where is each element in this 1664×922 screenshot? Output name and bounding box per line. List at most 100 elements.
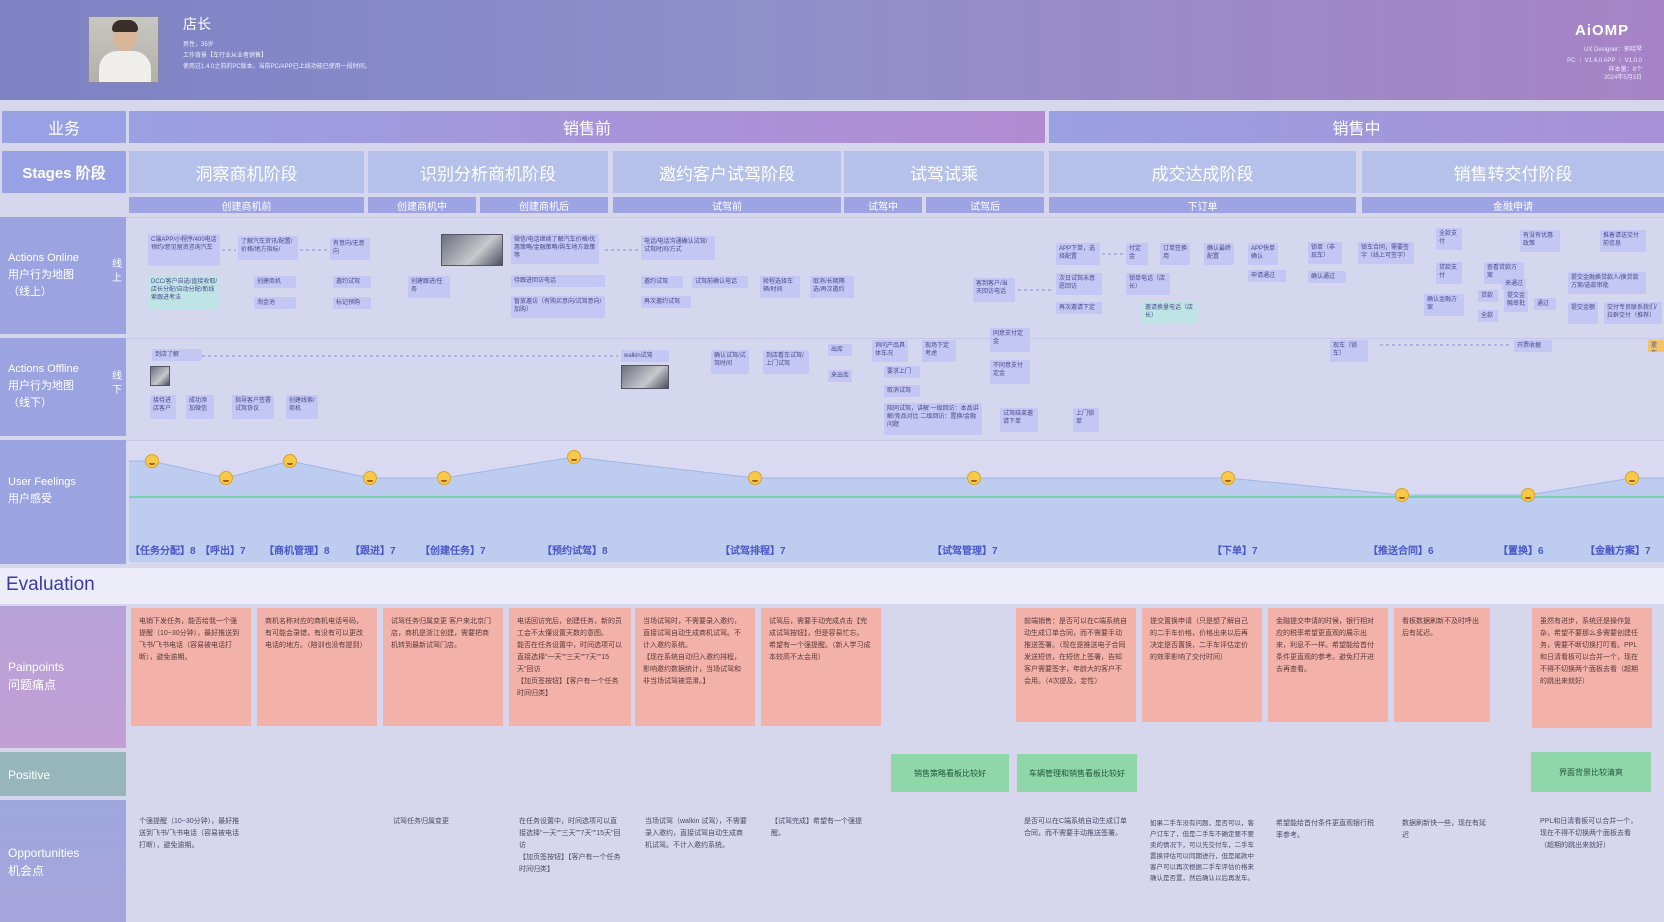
- online-sticker: 锁单电话（店长）: [1126, 273, 1170, 295]
- feeling-label: 【商机管理】8: [264, 546, 330, 557]
- feeling-emoji-icon: [437, 471, 451, 485]
- online-sticker: 试驾前确认电话: [692, 276, 748, 288]
- online-sticker: 订单签换用: [1160, 243, 1190, 265]
- online-sticker: 全款支付: [1436, 228, 1462, 250]
- offline-row-header-bg: [0, 338, 126, 436]
- offline-row-label: Actions Offline 用户行为地图 （线下）: [8, 363, 79, 409]
- online-sticker: 贷款支付: [1436, 262, 1462, 284]
- offline-sticker: 试驾结束邀请下单: [1000, 408, 1038, 432]
- evaluation-band: [0, 568, 1664, 604]
- offline-sticker: 提车: [1648, 340, 1664, 352]
- brand-version: PC ｜ V1.4.0 APP ｜ V1.0.0: [1567, 58, 1642, 64]
- feeling-label: 【呼出】7: [200, 546, 246, 557]
- online-sticker: 淘金池: [254, 297, 296, 309]
- offline-sticker: 出库: [828, 344, 852, 356]
- online-sticker: 提交金融审批: [1504, 290, 1528, 312]
- positive-card: 销售策略看板比较好: [891, 754, 1009, 792]
- substage-3: 创建商机后: [480, 197, 608, 213]
- persona-line-3: 使用过1.4.0之前的PC版本，当前PC/APP已上线功能已使用一段时间。: [183, 64, 371, 70]
- online-sticker: 提交金额: [1568, 302, 1598, 324]
- substage-7: 下订单: [1049, 197, 1356, 213]
- offline-channel-label: 线下: [112, 371, 122, 396]
- feeling-emoji-icon: [1221, 471, 1235, 485]
- online-sticker: 再次邀约试驾: [641, 296, 691, 308]
- feeling-emoji-icon: [1625, 471, 1639, 485]
- stage-5: 成交达成阶段: [1049, 151, 1356, 193]
- substage-6: 试驾后: [926, 197, 1044, 213]
- painpoint-card: 当场试驾时，不需要录入邀约，直接试驾自动生成商机试驾。不计入邀约系统。 【现在系…: [635, 608, 755, 726]
- opportunity-text: 个强提醒（10~30分钟），最好推送到飞书/飞书电话（容易被电话打断），避免逾期…: [139, 818, 240, 849]
- online-photo: [441, 234, 503, 266]
- feeling-emoji-icon: [1395, 488, 1409, 502]
- painpoint-card: 前端销售：是否可以在C端系统自动生成订单合同，而不需要手动推送签署。（现在是推送…: [1016, 608, 1136, 722]
- feeling-label: 【试驾管理】7: [932, 546, 998, 557]
- feeling-emoji-icon: [145, 454, 159, 468]
- feeling-emoji-icon: [219, 471, 233, 485]
- opportunity-text: 是否可以在C端系统自动生成订单合同，而不需要手动推送签署。: [1024, 818, 1128, 837]
- painpoint-card: 虽然有进步，系统还是操作复杂，希望不要那么多需要创建任务，需要不断切换打叮看。P…: [1532, 608, 1652, 728]
- opportunity-text: 试驾任务归属变更: [393, 818, 449, 825]
- online-sticker: 交付专员联系我们/拉群交付（推荐）: [1604, 302, 1662, 324]
- offline-sticker: 来出库: [828, 370, 852, 382]
- offline-sticker: 创建线索/商机: [286, 395, 318, 419]
- opportunity-text: 当场试驾（walkin 试驾），不需要录入邀约，直接试驾自动生成商机试驾。不计入…: [645, 818, 747, 849]
- online-sticker: 创建商机: [254, 276, 296, 288]
- feelings-row-label: User Feelings 用户感受: [8, 476, 76, 505]
- brand-designer: UX Designer：郭晓琴: [1583, 47, 1642, 53]
- offline-sticker: 要求上门: [884, 366, 920, 378]
- opportunities-row-label: Opportunities 机会点: [8, 846, 80, 878]
- online-sticker: 微信/电话继续了解汽车价格/优惠策略/金融策略/购车地方政策等: [511, 234, 599, 264]
- online-sticker: C端APP/小程序/400电话预约/意见留资咨询汽车: [148, 234, 220, 266]
- stage-4: 试驾试乘: [844, 151, 1044, 193]
- online-sticker: 了解汽车资讯/配置/价格/地方指标/: [238, 236, 298, 260]
- offline-sticker: 确认试驾/试驾时间: [711, 350, 749, 374]
- feeling-emoji-icon: [283, 454, 297, 468]
- online-sticker: 邀约试驾: [333, 276, 371, 288]
- brand-date: 2024年5月3日: [1603, 75, 1642, 81]
- positive-row-header-bg: [0, 752, 126, 796]
- online-sticker: 取消/长期隔选/再次邀约: [810, 276, 854, 298]
- online-sticker: 电话/电话沟通确认试驾/试驾时间/方式: [641, 236, 715, 260]
- evaluation-title: Evaluation: [6, 574, 95, 595]
- business-during: 销售中: [1049, 111, 1664, 143]
- online-sticker: 全款: [1478, 310, 1498, 322]
- stage-1: 洞察商机阶段: [129, 151, 364, 193]
- stages-label: Stages 阶段: [2, 151, 126, 193]
- feeling-label: 【下单】7: [1212, 546, 1258, 557]
- online-sticker: 确认金融方案: [1424, 294, 1464, 316]
- online-sticker: 有意向/无意向: [330, 238, 370, 260]
- opportunity-text: 希望能给首付条件更直观银行税率参考。: [1276, 820, 1374, 839]
- offline-sticker: 开票收据: [1514, 340, 1552, 352]
- positive-card: 车辆管理和销售看板比较好: [1017, 754, 1137, 792]
- online-sticker: 待跟进回访电话: [511, 275, 605, 287]
- online-sticker: 确认通过: [1308, 271, 1346, 283]
- online-sticker: 次日试驾未意愿回访: [1056, 273, 1102, 295]
- online-sticker: 确认最终配置: [1204, 243, 1234, 265]
- offline-sticker: 现车（锁车）: [1330, 340, 1368, 362]
- feeling-emoji-icon: [1521, 488, 1535, 502]
- feelings-row-header-bg: [0, 440, 126, 564]
- opportunity-text: 在任务设置中，时间选项可以直接选择"一天""三天""7天""15天"回访 【加页…: [519, 818, 621, 873]
- online-sticker: 客到客户/当天回访电话: [973, 278, 1015, 302]
- online-sticker: 轿程选择车辆/时间: [760, 276, 800, 298]
- persona-line-2: 工作背景【车行业从业者销售】: [183, 53, 268, 59]
- online-sticker: 邀请换量电话（店长）: [1142, 302, 1198, 324]
- feeling-emoji-icon: [748, 471, 762, 485]
- painpoints-row-label: Painpoints 问题痛点: [8, 660, 65, 692]
- feeling-emoji-icon: [967, 471, 981, 485]
- substage-8: 金融申请: [1362, 197, 1664, 213]
- online-channel-label: 线上: [112, 259, 122, 284]
- opportunity-text: 如果二手车没有问题，是否可以，客户订车了，但是二手车不确定要不要卖的情况下，可以…: [1150, 820, 1254, 882]
- online-sticker: 提交金融换贷款人/换贷款方案/选款审批: [1568, 272, 1646, 294]
- feeling-emoji-icon: [567, 450, 581, 464]
- business-before: 销售前: [129, 111, 1045, 143]
- online-row-header-bg: [0, 217, 126, 334]
- stage-3: 邀约客户试驾阶段: [613, 151, 841, 193]
- offline-sticker: 询问产品具体车况: [872, 340, 908, 362]
- feeling-label: 【跟进】7: [350, 546, 396, 557]
- persona-avatar: [88, 16, 159, 83]
- opportunities-row-header-bg: [0, 800, 126, 922]
- persona-header: 店长 男性，35岁 工作背景【车行业从业者销售】 使用过1.4.0之前的PC版本…: [0, 0, 1664, 100]
- persona-line-1: 男性，35岁: [183, 42, 214, 48]
